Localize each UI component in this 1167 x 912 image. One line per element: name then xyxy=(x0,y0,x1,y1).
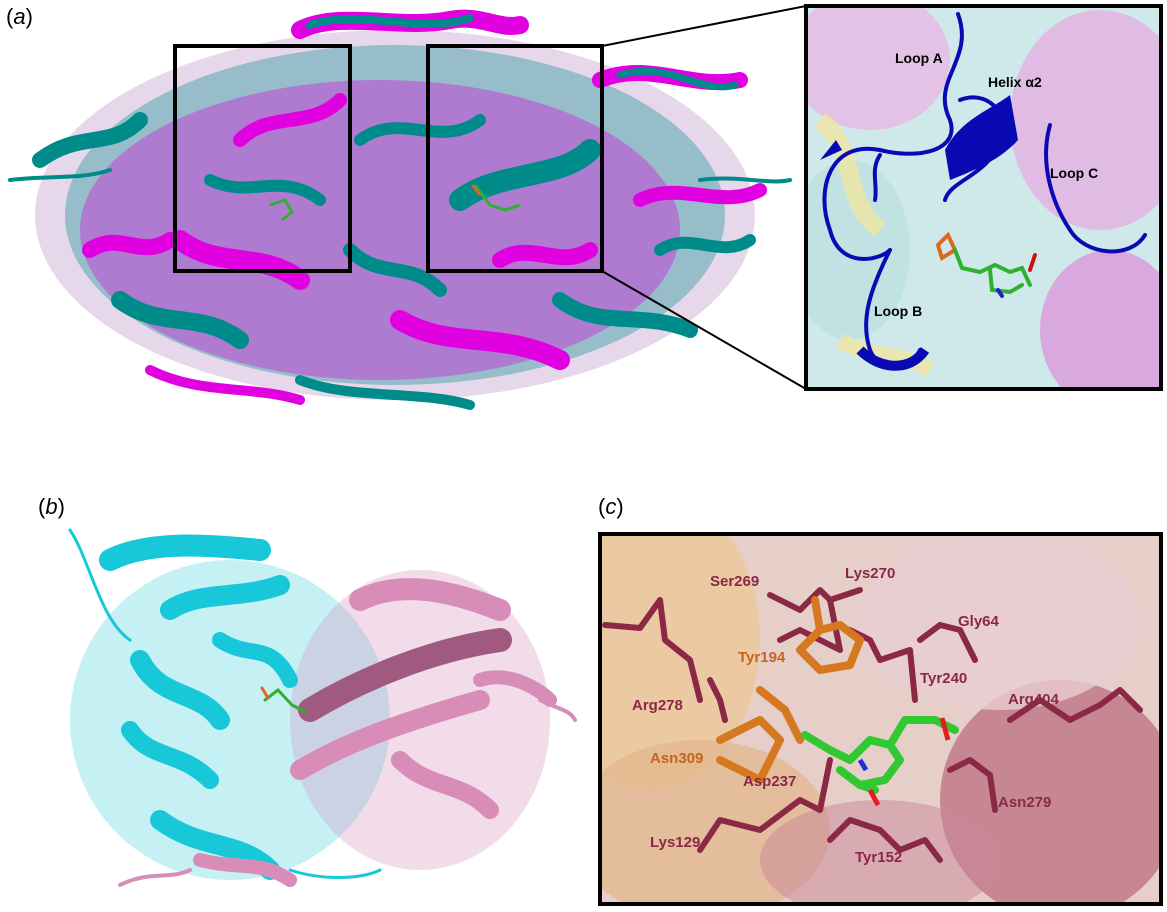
residue-label: Asn279 xyxy=(998,794,1051,811)
residue-label: Arg278 xyxy=(632,697,683,714)
label-helix-a2: Helix α2 xyxy=(988,74,1042,90)
active-site-residues-image xyxy=(600,534,1161,904)
panel-label-b: (b) xyxy=(38,494,65,519)
residue-label: Lys129 xyxy=(650,834,700,851)
panel-label-a: (a) xyxy=(6,4,33,29)
label-loop-b: Loop B xyxy=(874,303,922,319)
residue-label: Tyr194 xyxy=(738,649,786,666)
residue-label: Asn309 xyxy=(650,750,703,767)
active-site-inset-image xyxy=(806,6,1161,389)
protein-superposition-image xyxy=(8,5,807,410)
residue-label: Gly64 xyxy=(958,613,1000,630)
residue-label: Tyr240 xyxy=(920,670,967,687)
residue-label: Asp237 xyxy=(743,773,796,790)
label-loop-c: Loop C xyxy=(1050,165,1098,181)
residue-label: Tyr152 xyxy=(855,849,902,866)
label-loop-a: Loop A xyxy=(895,50,943,66)
residue-label: Ser269 xyxy=(710,573,759,590)
dimer-structure-image xyxy=(68,528,577,887)
panel-label-c: (c) xyxy=(598,494,624,519)
residue-label: Arg404 xyxy=(1008,691,1060,708)
residue-label: Lys270 xyxy=(845,565,895,582)
